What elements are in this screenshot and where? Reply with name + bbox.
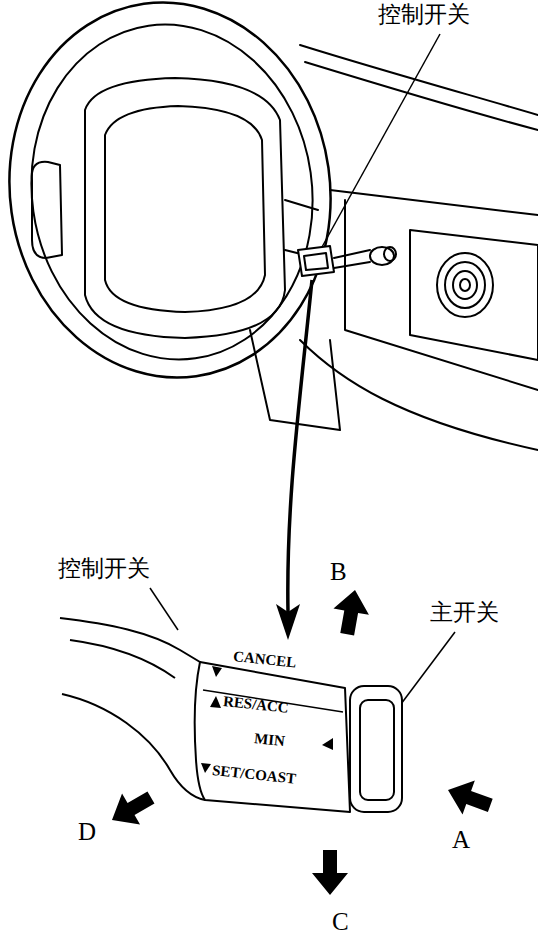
- round-knob: [460, 279, 470, 291]
- round-knob: [453, 271, 477, 299]
- part-label: 主开关: [430, 600, 499, 625]
- triangle-mark: [212, 666, 222, 677]
- triangle-mark: [210, 696, 221, 708]
- face-marks: [201, 666, 333, 773]
- switch-marking: CANCEL: [232, 648, 297, 671]
- dashboard-panel: [410, 230, 538, 360]
- part-label: 控制开关: [378, 2, 470, 27]
- round-knob: [445, 262, 485, 308]
- direction-arrow: [103, 782, 160, 836]
- switch-knob: [370, 247, 394, 265]
- wheel-spoke: [32, 162, 62, 258]
- direction-letter: A: [452, 826, 470, 854]
- zoom-arrow: [288, 280, 312, 612]
- switch-stalk: [334, 250, 370, 268]
- leader-line: [398, 632, 455, 708]
- leader-line: [322, 34, 440, 247]
- leader-line: [150, 588, 178, 630]
- dashboard-line: [305, 62, 538, 130]
- lever-contour: [70, 640, 175, 678]
- part-label: 控制开关: [58, 556, 150, 581]
- wheel-spoke: [285, 200, 318, 255]
- lever-contour: [195, 662, 205, 800]
- triangle-mark: [201, 763, 211, 773]
- wheel-rim: [10, 6, 334, 378]
- airbag-pad: [105, 106, 265, 312]
- lever-closeup: [60, 618, 402, 812]
- zoom-arrowhead: [276, 604, 300, 640]
- direction-arrow: [329, 587, 372, 638]
- switch-marking: MIN: [253, 730, 285, 750]
- control-switch: [304, 253, 328, 270]
- direction-arrow: [442, 773, 497, 822]
- main-switch-button: [360, 700, 394, 800]
- steering-column: [250, 330, 340, 430]
- wheel-hub: [85, 78, 285, 338]
- direction-arrow: [312, 850, 348, 895]
- round-knob: [437, 253, 493, 317]
- control-switch: [298, 246, 334, 276]
- direction-arrows: [103, 587, 496, 895]
- dashboard-panel: [345, 200, 538, 390]
- wheel-rim: [0, 0, 355, 398]
- triangle-mark: [322, 738, 333, 750]
- dashboard-line: [300, 45, 538, 115]
- main-switch-knob: [350, 686, 402, 812]
- direction-letter: C: [332, 908, 349, 936]
- lever-body: [60, 618, 350, 812]
- direction-letter: D: [78, 818, 96, 846]
- dashboard-line: [330, 190, 538, 215]
- steering-wheel-scene: [0, 0, 538, 450]
- leader-lines: [150, 34, 455, 708]
- switch-knob: [384, 247, 396, 261]
- direction-letter: B: [330, 558, 347, 586]
